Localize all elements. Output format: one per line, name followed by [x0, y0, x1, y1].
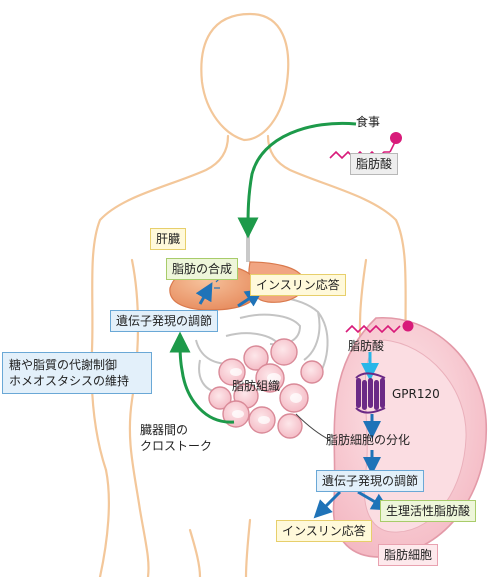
gpr120-receptor [355, 372, 386, 414]
meal-label: 食事 [356, 115, 381, 129]
adipose-tissue-label: 脂肪組織 [232, 379, 281, 393]
crosstalk-label: 臓器間の クロストーク [140, 422, 212, 454]
gene-regulation-left-label: 遺伝子発現の調節 [110, 310, 219, 332]
fatty-acid-chain-right [345, 320, 414, 334]
liver-label: 肝臓 [150, 228, 187, 250]
crosstalk-line-2: クロストーク [140, 439, 213, 453]
adipose-cell-highlights [230, 368, 302, 424]
gene-to-insulin-top-arrow [237, 289, 264, 308]
lipid-synthesis-label: 脂肪の合成 [166, 258, 239, 280]
adipocyte-differentiation-label: 脂肪細胞の分化 [326, 433, 411, 447]
fatty-acid-label-top: 脂肪酸 [350, 153, 399, 175]
gene-regulation-right-label: 遺伝子発現の調節 [316, 470, 425, 492]
fatty-acid-label-right: 脂肪酸 [348, 339, 385, 353]
crosstalk-arrow [169, 331, 235, 424]
gene-to-insulin-arrow [313, 490, 342, 519]
metabolism-line-1: 糖や脂質の代謝制御 [9, 358, 118, 372]
adipocyte-label: 脂肪細胞 [378, 544, 439, 566]
gene-to-bioactive-arrow [357, 490, 390, 511]
adipose-tissue-cluster [208, 338, 324, 439]
gpr120-label: GPR120 [392, 387, 440, 401]
metabolism-homeostasis-label: 糖や脂質の代謝制御 ホメオスタシスの維持 [2, 352, 152, 394]
insulin-response-bottom-label: インスリン応答 [276, 520, 372, 542]
crosstalk-line-1: 臓器間の [140, 423, 189, 437]
differentiation-leader-line [295, 413, 331, 441]
insulin-response-top-label: インスリン応答 [250, 274, 346, 296]
meal-arrow [237, 121, 357, 239]
bioactive-fatty-acid-label: 生理活性脂肪酸 [380, 500, 477, 522]
gene-to-lipid-arrow [195, 282, 213, 305]
metabolism-line-2: ホメオスタシスの維持 [9, 374, 130, 388]
